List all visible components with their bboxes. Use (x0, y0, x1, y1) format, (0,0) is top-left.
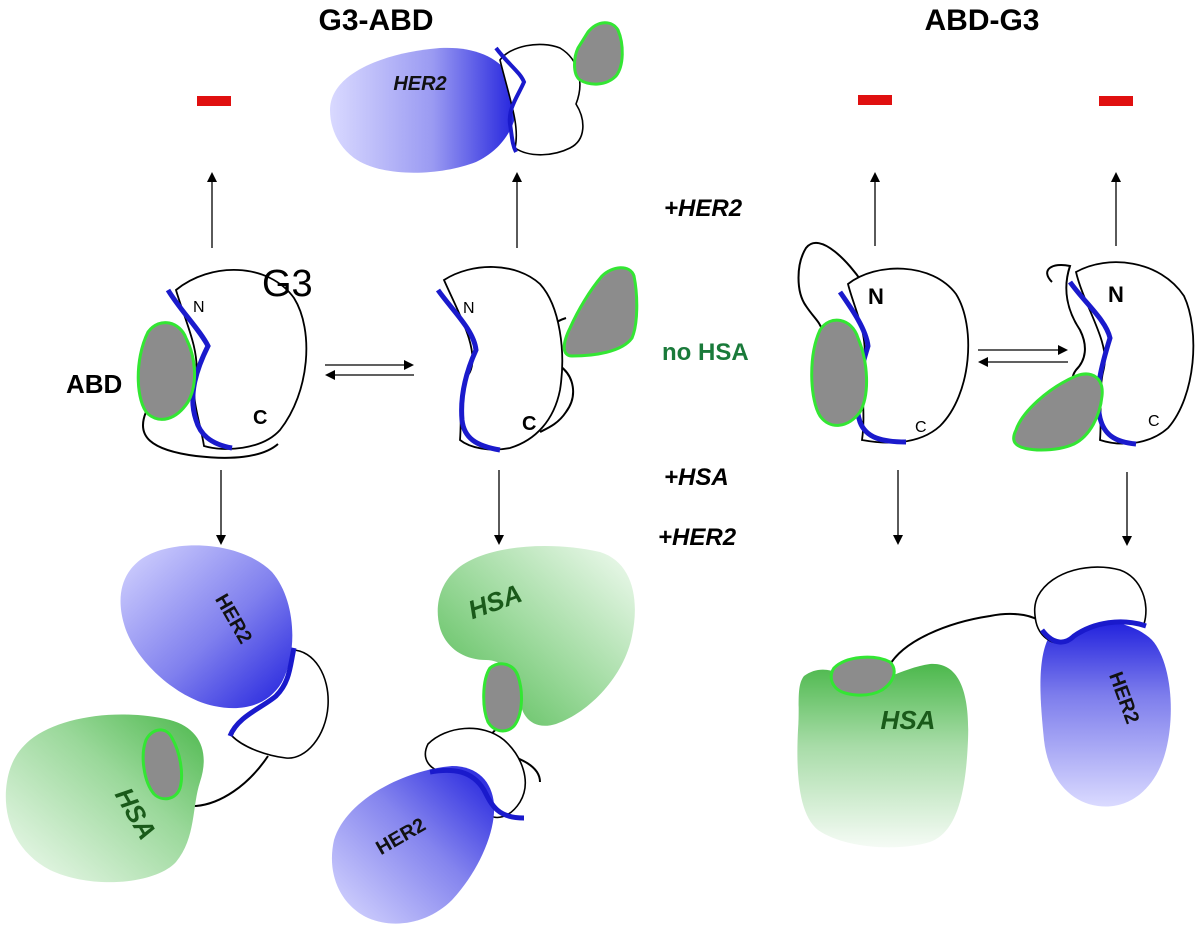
g3-strand (1040, 619, 1147, 645)
g3-abd-open: N C (435, 266, 639, 453)
her2-domain (120, 545, 293, 709)
c-terminus-label: C (1148, 413, 1160, 430)
red-dash-icon (858, 95, 892, 105)
arrow-icon (207, 172, 1132, 546)
abd-g3-closed: N C (797, 241, 970, 445)
hsa-domain (437, 546, 635, 726)
g3-strand (494, 46, 527, 153)
c-terminus-label: C (915, 419, 927, 436)
abd-domain (573, 21, 624, 86)
title-g3-abd: G3-ABD (318, 4, 433, 37)
her2-domain (331, 766, 495, 924)
abd-label: ABD (66, 369, 122, 399)
n-terminus-label: N (868, 284, 884, 309)
ternary-complex-right: HSA HER2 (797, 566, 1171, 848)
condition-hsa: +HSA (664, 464, 729, 491)
equilibrium-arrows-icon (325, 345, 1068, 380)
hsa-label: HSA (881, 705, 936, 735)
abd-domain (141, 728, 184, 801)
abd-domain (136, 321, 197, 421)
abd-domain (829, 655, 896, 697)
red-dash-icon (197, 96, 231, 106)
g3-strand (435, 288, 501, 453)
abd-domain (482, 662, 523, 733)
abd-domain (1012, 372, 1104, 452)
her2-domain (1040, 620, 1171, 807)
g3-abd-closed: G3 N C ABD (66, 263, 313, 459)
her2-domain (330, 47, 518, 173)
g3-strand (227, 647, 297, 738)
g3-label: G3 (262, 263, 313, 305)
abd-domain (562, 266, 639, 358)
c-terminus-label: C (522, 413, 536, 435)
title-abd-g3: ABD-G3 (924, 4, 1039, 37)
ternary-complex-center: HSA HER2 (331, 546, 635, 924)
abd-g3-open: N C (1012, 261, 1195, 452)
condition-her2-top: +HER2 (664, 195, 743, 222)
condition-her2-bottom: +HER2 (658, 524, 737, 551)
n-terminus-label: N (463, 300, 475, 317)
her2-label: HER2 (393, 73, 446, 95)
her2-bound-complex-top: HER2 (330, 21, 624, 173)
linker-loop (797, 241, 863, 331)
abd-domain (810, 318, 869, 427)
g3-domain (499, 43, 584, 156)
ternary-complex-left: HER2 HSA (5, 545, 329, 883)
linker-loop (141, 411, 279, 459)
linker-loop (887, 612, 1039, 669)
g3-strand (1067, 280, 1137, 447)
c-terminus-label: C (253, 407, 267, 429)
g3-strand (429, 767, 525, 821)
n-terminus-label: N (193, 299, 205, 316)
hsa-domain (797, 663, 969, 848)
condition-no-hsa: no HSA (662, 339, 749, 366)
n-terminus-label: N (1108, 282, 1124, 307)
red-dash-icon (1099, 96, 1133, 106)
